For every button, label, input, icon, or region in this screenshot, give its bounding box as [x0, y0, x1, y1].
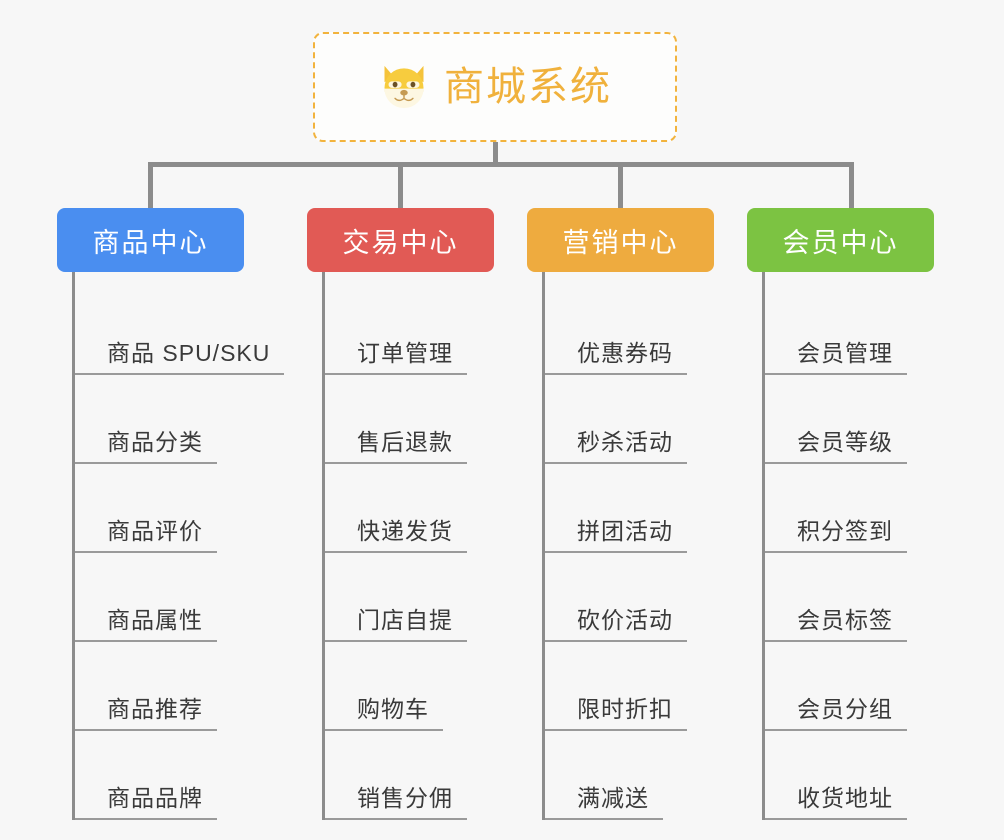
root-node[interactable]: 商城系统 — [313, 32, 677, 142]
category-title-0: 商品中心 — [92, 227, 209, 258]
connector-drop-3 — [849, 162, 854, 210]
leaf-item[interactable]: 商品评价 — [75, 464, 287, 553]
leaf-label: 门店自提 — [325, 609, 467, 642]
leaf-list-3: 会员管理 会员等级 积分签到 会员标签 会员分组 收货地址 — [762, 272, 977, 820]
leaf-label: 售后退款 — [325, 431, 467, 464]
leaf-label: 商品分类 — [75, 431, 217, 464]
leaf-item[interactable]: 限时折扣 — [545, 642, 757, 731]
category-box-2[interactable]: 营销中心 — [527, 208, 714, 272]
leaf-item[interactable]: 订单管理 — [325, 286, 537, 375]
leaf-list-1: 订单管理 售后退款 快递发货 门店自提 购物车 销售分佣 — [322, 272, 537, 820]
leaf-label: 订单管理 — [325, 342, 467, 375]
dog-face-icon — [384, 65, 424, 109]
category-box-3[interactable]: 会员中心 — [747, 208, 934, 272]
leaf-item[interactable]: 商品推荐 — [75, 642, 287, 731]
leaf-item[interactable]: 会员管理 — [765, 286, 977, 375]
leaf-label: 快递发货 — [325, 520, 467, 553]
leaf-label: 商品品牌 — [75, 787, 217, 820]
leaf-label: 会员分组 — [765, 698, 907, 731]
leaf-item[interactable]: 会员分组 — [765, 642, 977, 731]
leaf-label: 商品推荐 — [75, 698, 217, 731]
leaf-item[interactable]: 商品品牌 — [75, 731, 287, 820]
category-title-3: 会员中心 — [782, 227, 899, 258]
leaf-label: 满减送 — [545, 787, 663, 820]
branch-column-3: 会员中心 会员管理 会员等级 积分签到 会员标签 会员分组 收货地址 — [747, 208, 977, 820]
leaf-label: 会员标签 — [765, 609, 907, 642]
leaf-item[interactable]: 售后退款 — [325, 375, 537, 464]
leaf-label: 砍价活动 — [545, 609, 687, 642]
leaf-label: 积分签到 — [765, 520, 907, 553]
leaf-item[interactable]: 购物车 — [325, 642, 537, 731]
leaf-item[interactable]: 会员等级 — [765, 375, 977, 464]
connector-drop-0 — [148, 162, 153, 210]
leaf-item[interactable]: 秒杀活动 — [545, 375, 757, 464]
leaf-label: 商品属性 — [75, 609, 217, 642]
leaf-label: 拼团活动 — [545, 520, 687, 553]
leaf-item[interactable]: 优惠券码 — [545, 286, 757, 375]
leaf-item[interactable]: 商品 SPU/SKU — [75, 286, 287, 375]
leaf-item[interactable]: 砍价活动 — [545, 553, 757, 642]
leaf-item[interactable]: 门店自提 — [325, 553, 537, 642]
branch-column-0: 商品中心 商品 SPU/SKU 商品分类 商品评价 商品属性 商品推荐 商品品牌 — [57, 208, 287, 820]
leaf-item[interactable]: 商品分类 — [75, 375, 287, 464]
branch-column-2: 营销中心 优惠券码 秒杀活动 拼团活动 砍价活动 限时折扣 满减送 — [527, 208, 757, 820]
leaf-item[interactable]: 快递发货 — [325, 464, 537, 553]
leaf-label: 商品评价 — [75, 520, 217, 553]
branch-column-1: 交易中心 订单管理 售后退款 快递发货 门店自提 购物车 销售分佣 — [307, 208, 537, 820]
leaf-item[interactable]: 收货地址 — [765, 731, 977, 820]
connector-horizontal-bus — [148, 162, 854, 167]
leaf-label: 秒杀活动 — [545, 431, 687, 464]
leaf-list-2: 优惠券码 秒杀活动 拼团活动 砍价活动 限时折扣 满减送 — [542, 272, 757, 820]
leaf-label: 限时折扣 — [545, 698, 687, 731]
leaf-list-0: 商品 SPU/SKU 商品分类 商品评价 商品属性 商品推荐 商品品牌 — [72, 272, 287, 820]
connector-root-stem — [493, 142, 498, 166]
root-title: 商城系统 — [444, 65, 612, 109]
leaf-label: 购物车 — [325, 698, 443, 731]
leaf-item[interactable]: 商品属性 — [75, 553, 287, 642]
leaf-item[interactable]: 满减送 — [545, 731, 757, 820]
leaf-item[interactable]: 积分签到 — [765, 464, 977, 553]
leaf-item[interactable]: 拼团活动 — [545, 464, 757, 553]
leaf-label: 收货地址 — [765, 787, 907, 820]
connector-drop-2 — [618, 162, 623, 210]
leaf-label: 商品 SPU/SKU — [75, 342, 285, 375]
category-title-1: 交易中心 — [342, 227, 459, 258]
connector-drop-1 — [398, 162, 403, 210]
leaf-item[interactable]: 会员标签 — [765, 553, 977, 642]
leaf-label: 会员等级 — [765, 431, 907, 464]
leaf-label: 会员管理 — [765, 342, 907, 375]
leaf-label: 销售分佣 — [325, 787, 467, 820]
leaf-label: 优惠券码 — [545, 342, 687, 375]
category-box-0[interactable]: 商品中心 — [57, 208, 244, 272]
category-title-2: 营销中心 — [562, 227, 679, 258]
category-box-1[interactable]: 交易中心 — [307, 208, 494, 272]
leaf-item[interactable]: 销售分佣 — [325, 731, 537, 820]
